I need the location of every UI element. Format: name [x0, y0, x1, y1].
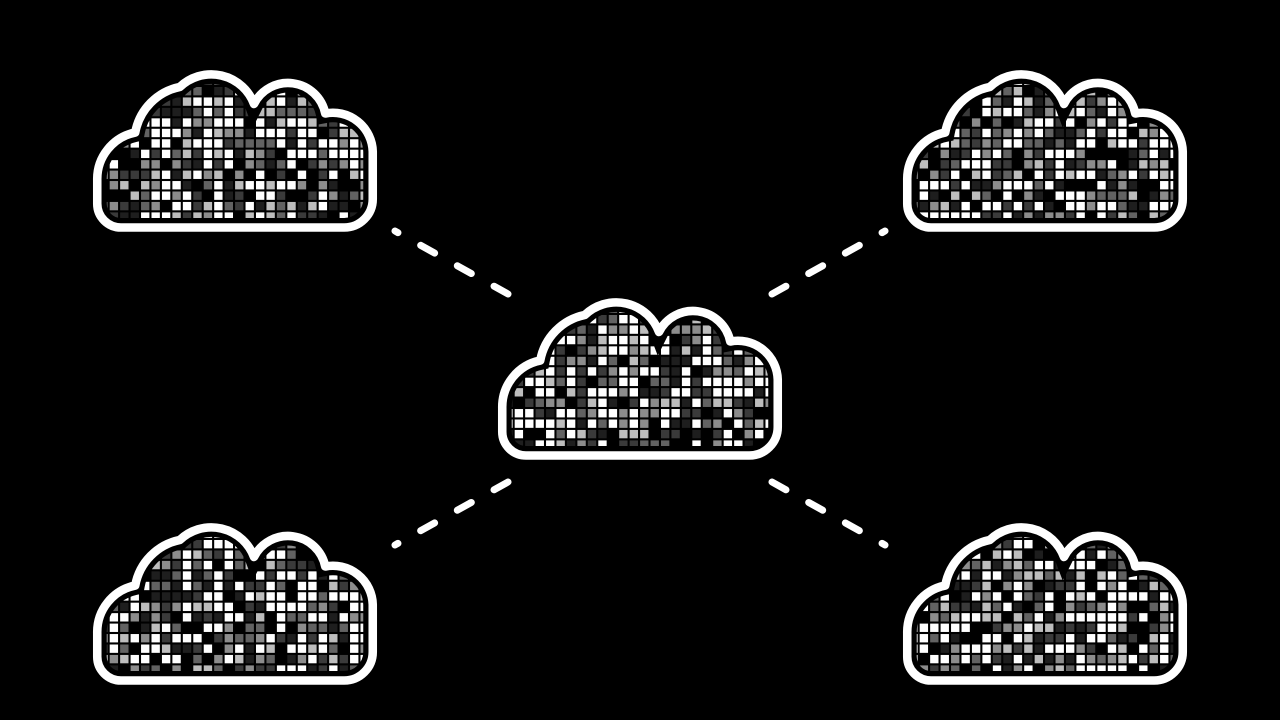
dashed-connector-top-left [391, 227, 512, 298]
dashed-connector-bottom-right [768, 478, 889, 549]
cloud-node-center [494, 302, 795, 469]
cloud-node-top-right [899, 74, 1200, 241]
cloud-node-top-left [89, 74, 390, 241]
cloud-node-bottom-right [899, 527, 1200, 694]
dashed-connector-top-right [768, 227, 889, 298]
dashed-connector-bottom-left [391, 478, 512, 549]
cloud-nodes [89, 74, 1200, 694]
cloud-node-bottom-left [89, 527, 390, 694]
